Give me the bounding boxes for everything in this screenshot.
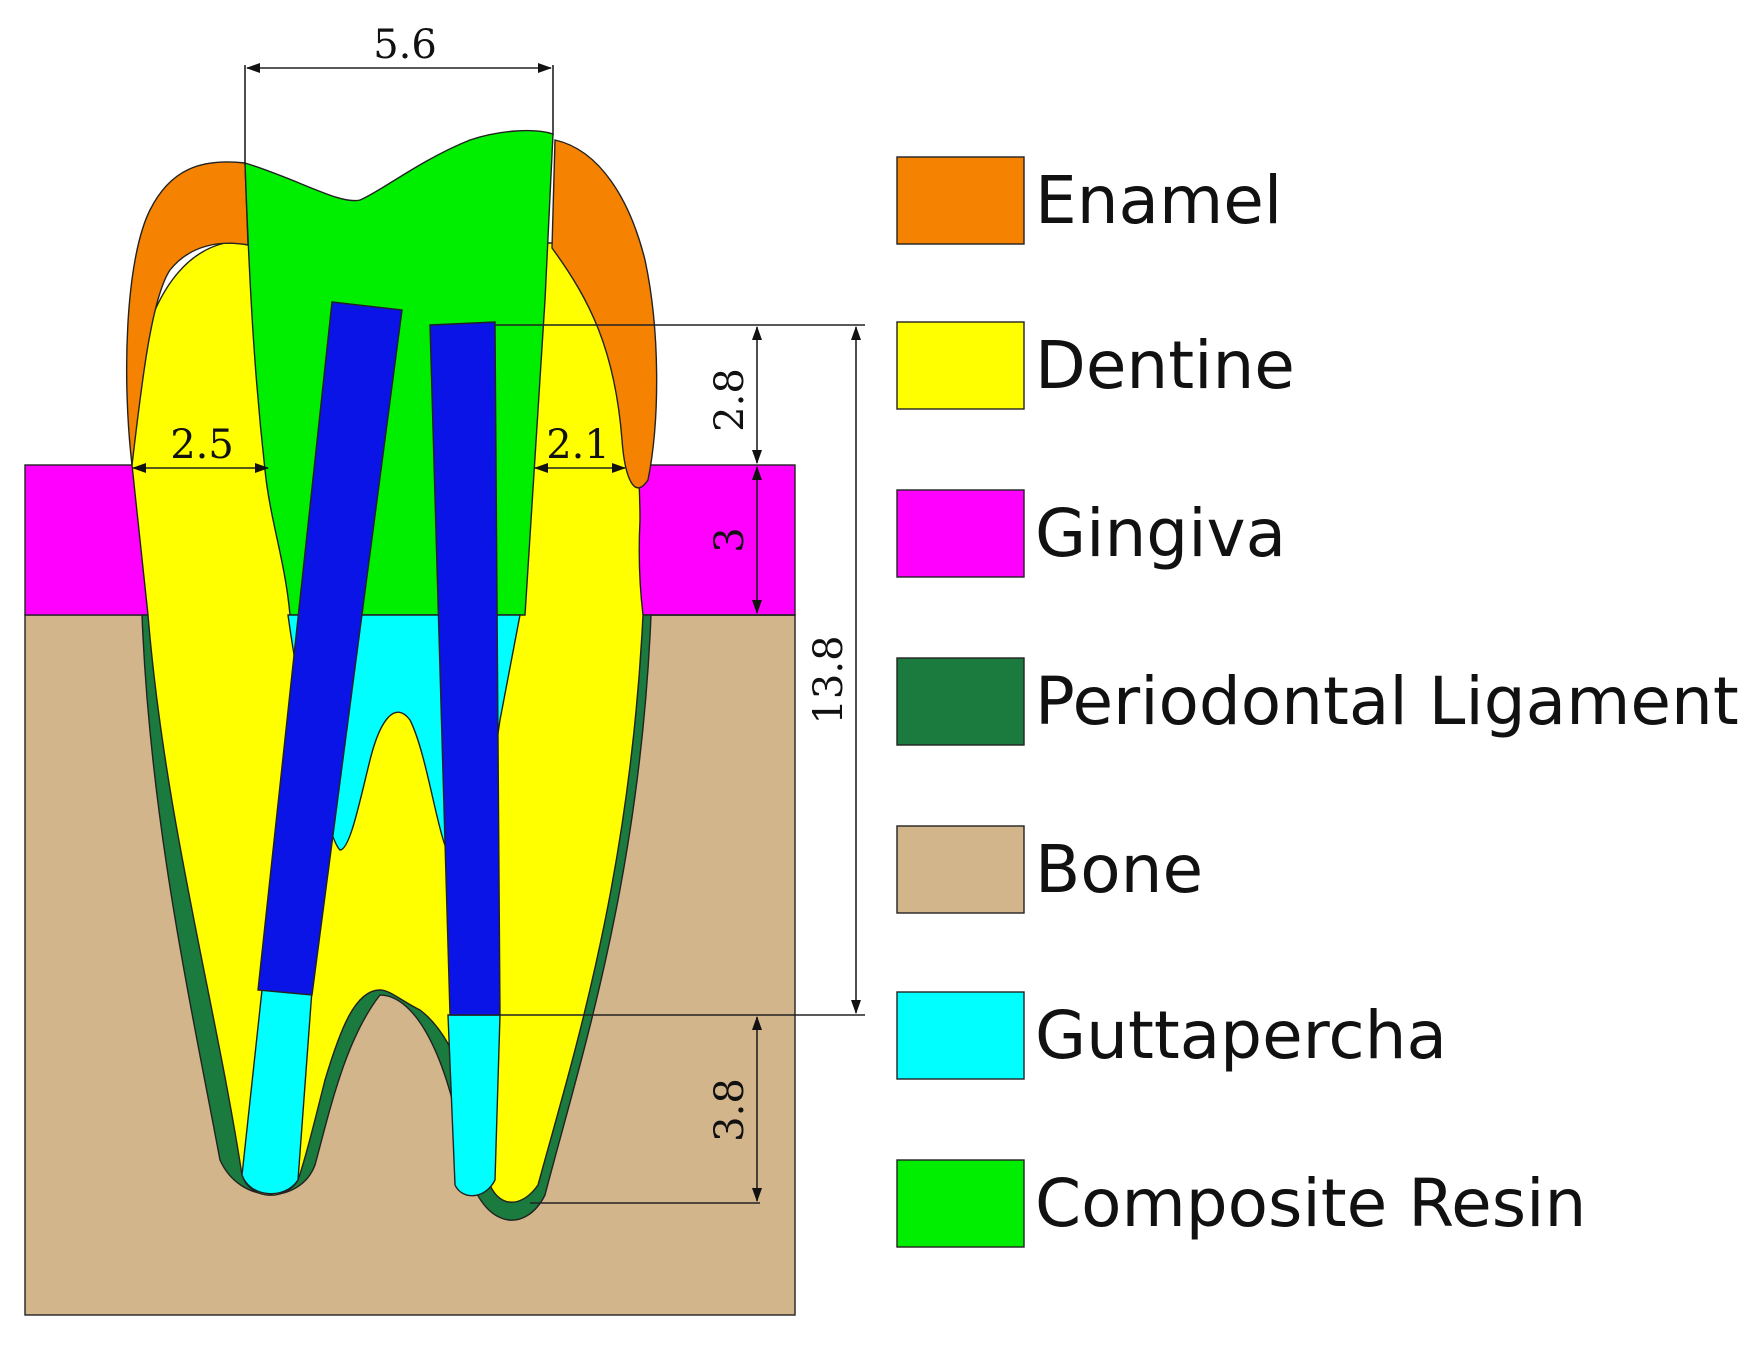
composite-resin-region — [244, 129, 554, 616]
enamel-left — [125, 161, 249, 466]
dim-gingiva-height-label: 3 — [707, 527, 753, 552]
legend-swatch-gingiva — [896, 489, 1025, 578]
legend-swatch-enamel — [896, 156, 1025, 245]
legend-label-composite-resin: Composite Resin — [1035, 1165, 1586, 1242]
legend-swatch-guttapercha — [896, 991, 1025, 1080]
enamel-right — [551, 139, 658, 489]
dim-left-wall-label: 2.5 — [170, 422, 234, 468]
legend-item-gingiva: Gingiva — [896, 489, 1286, 578]
legend-label-enamel: Enamel — [1035, 162, 1282, 239]
dim-crown-width-label: 5.6 — [373, 22, 437, 68]
legend-item-composite-resin: Composite Resin — [896, 1159, 1586, 1248]
dim-right-wall-label: 2.1 — [546, 422, 610, 468]
dim-post-above-gingiva-label: 2.8 — [707, 368, 753, 432]
legend-label-bone: Bone — [1035, 831, 1203, 908]
guttapercha-apical-left — [241, 989, 313, 1195]
legend-label-periodontal-ligament: Periodontal Ligament — [1035, 663, 1738, 740]
legend-item-enamel: Enamel — [896, 156, 1282, 245]
dim-post-length-label: 13.8 — [806, 635, 852, 724]
legend-label-guttapercha: Guttapercha — [1035, 997, 1447, 1074]
legend-item-guttapercha: Guttapercha — [896, 991, 1447, 1080]
legend-label-dentine: Dentine — [1035, 327, 1295, 404]
dim-apical-seal-label: 3.8 — [707, 1078, 753, 1142]
legend-item-dentine: Dentine — [896, 321, 1295, 410]
legend-item-periodontal-ligament: Periodontal Ligament — [896, 657, 1738, 746]
guttapercha-apical-right — [447, 1014, 501, 1197]
legend: Enamel Dentine Gingiva Periodontal Ligam… — [896, 156, 1738, 1248]
legend-swatch-periodontal-ligament — [896, 657, 1025, 746]
legend-swatch-bone — [896, 825, 1025, 914]
legend-label-gingiva: Gingiva — [1035, 495, 1286, 572]
post-left — [257, 301, 403, 996]
legend-swatch-dentine — [896, 321, 1025, 410]
legend-item-bone: Bone — [896, 825, 1203, 914]
legend-swatch-composite-resin — [896, 1159, 1025, 1248]
